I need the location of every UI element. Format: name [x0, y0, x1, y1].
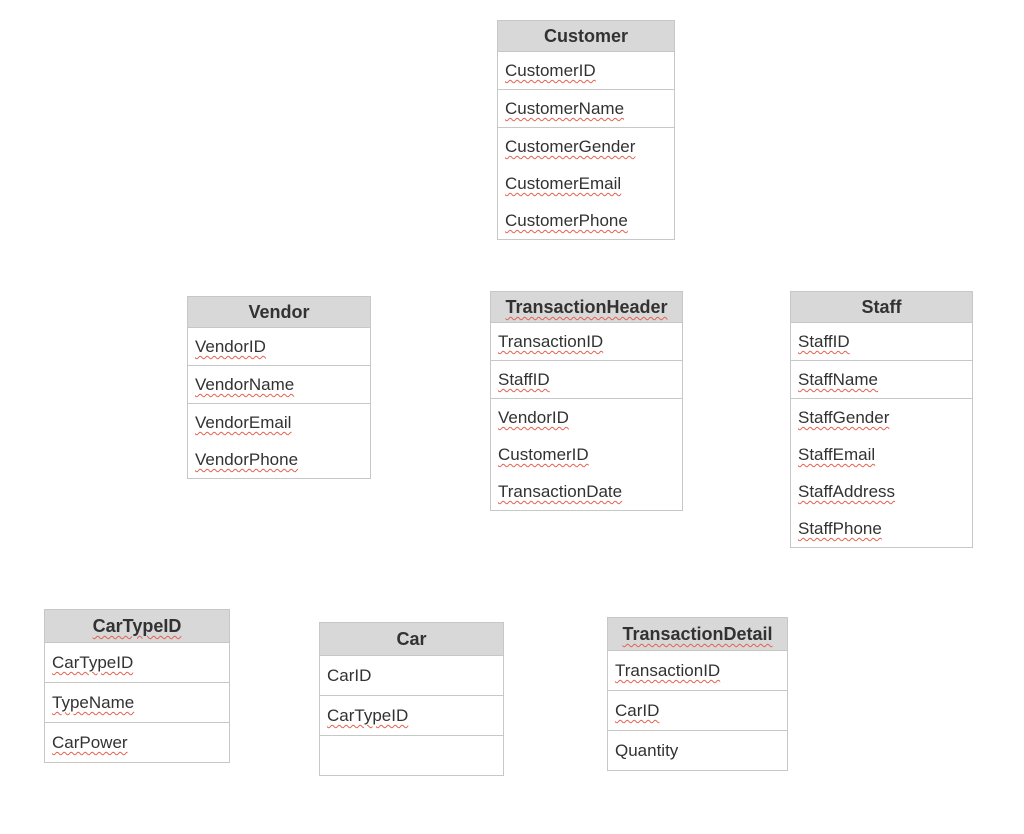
table-cell-empty[interactable]	[320, 735, 503, 775]
field-label: VendorPhone	[195, 450, 299, 469]
table-title: Car	[396, 629, 427, 649]
table-cell[interactable]: StaffID	[791, 323, 972, 360]
table-cell[interactable]: CarPower	[45, 722, 229, 762]
field-label: TransactionDate	[498, 482, 623, 501]
field-label: TransactionID	[498, 332, 604, 351]
table-cell[interactable]: StaffName	[791, 360, 972, 398]
table-cell[interactable]: CustomerID	[498, 52, 674, 89]
field-label: CarID	[615, 701, 660, 720]
field-label: CarTypeID	[52, 653, 134, 672]
table-header-vendor[interactable]: Vendor	[188, 297, 370, 328]
table-cell[interactable]: CarID	[608, 690, 787, 730]
table-title: Customer	[543, 26, 628, 46]
field-label: StaffID	[798, 332, 850, 351]
field-label: StaffName	[798, 370, 879, 389]
field-label: CustomerID	[505, 61, 596, 80]
table-header-transactionheader[interactable]: TransactionHeader	[491, 292, 682, 323]
table-title: Vendor	[248, 302, 310, 322]
table-cell[interactable]: StaffGender StaffEmail StaffAddress Staf…	[791, 398, 972, 547]
field-label: CustomerPhone	[505, 211, 628, 230]
field-label: VendorID	[498, 408, 569, 427]
field-label: StaffEmail	[798, 445, 876, 464]
entity-table-vendor: Vendor VendorID VendorName VendorEmail V…	[187, 296, 371, 479]
field-label: VendorName	[195, 375, 295, 394]
field-label: Quantity	[615, 741, 679, 760]
field-label: VendorEmail	[195, 413, 292, 432]
field-label: CustomerEmail	[505, 174, 622, 193]
table-header-staff[interactable]: Staff	[791, 292, 972, 323]
field-label: CarID	[327, 666, 372, 685]
entity-table-car: Car CarID CarTypeID	[319, 622, 504, 776]
table-header-customer[interactable]: Customer	[498, 21, 674, 52]
table-cell[interactable]: Quantity	[608, 730, 787, 770]
entity-table-cartypeid: CarTypeID CarTypeID TypeName CarPower	[44, 609, 230, 763]
field-label: CarPower	[52, 733, 128, 752]
field-label: StaffAddress	[798, 482, 896, 501]
table-header-cartypeid[interactable]: CarTypeID	[45, 610, 229, 643]
table-cell[interactable]: CustomerGender CustomerEmail CustomerPho…	[498, 127, 674, 239]
table-cell[interactable]: VendorEmail VendorPhone	[188, 403, 370, 478]
entity-table-customer: Customer CustomerID CustomerName Custome…	[497, 20, 675, 240]
table-title: TransactionHeader	[505, 297, 668, 317]
field-label: StaffPhone	[798, 519, 882, 538]
field-label: StaffID	[498, 370, 550, 389]
table-cell[interactable]: CarTypeID	[45, 643, 229, 682]
field-label: TransactionID	[615, 661, 721, 680]
field-label: VendorID	[195, 337, 266, 356]
table-header-transactiondetail[interactable]: TransactionDetail	[608, 618, 787, 651]
table-title: Staff	[861, 297, 902, 317]
table-header-car[interactable]: Car	[320, 623, 503, 656]
table-cell[interactable]: CarID	[320, 656, 503, 695]
table-cell[interactable]: VendorID CustomerID TransactionDate	[491, 398, 682, 510]
field-label: TypeName	[52, 693, 135, 712]
table-cell[interactable]: VendorName	[188, 365, 370, 403]
table-cell[interactable]: TransactionID	[491, 323, 682, 360]
table-cell[interactable]: CustomerName	[498, 89, 674, 127]
table-cell[interactable]: StaffID	[491, 360, 682, 398]
field-label: CustomerGender	[505, 137, 636, 156]
table-title: CarTypeID	[92, 616, 182, 636]
field-label: StaffGender	[798, 408, 890, 427]
table-cell[interactable]: CarTypeID	[320, 695, 503, 735]
field-label: CustomerID	[498, 445, 589, 464]
table-cell[interactable]: TypeName	[45, 682, 229, 722]
entity-table-transactionheader: TransactionHeader TransactionID StaffID …	[490, 291, 683, 511]
entity-table-staff: Staff StaffID StaffName StaffGender Staf…	[790, 291, 973, 548]
table-title: TransactionDetail	[622, 624, 773, 644]
field-label: CustomerName	[505, 99, 625, 118]
table-cell[interactable]: VendorID	[188, 328, 370, 365]
field-label: CarTypeID	[327, 706, 409, 725]
entity-table-transactiondetail: TransactionDetail TransactionID CarID Qu…	[607, 617, 788, 771]
table-cell[interactable]: TransactionID	[608, 651, 787, 690]
